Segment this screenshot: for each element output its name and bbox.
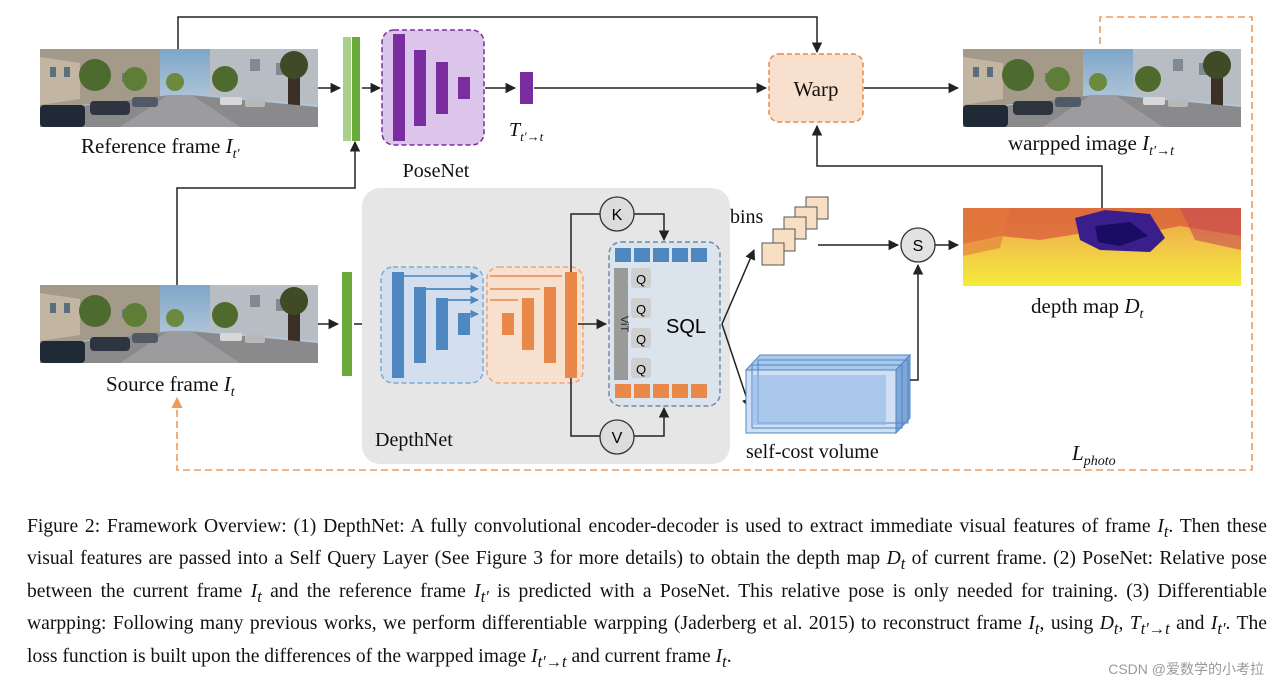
reference-frame-label: Reference frame It′ (81, 134, 240, 162)
warped-image (963, 49, 1241, 127)
ref-to-warp-line (177, 16, 823, 54)
pose-symbol: Tt′→t (509, 119, 544, 144)
loss-label: Lphoto (1071, 441, 1116, 469)
source-frame-image (40, 285, 318, 363)
warp-block (768, 53, 864, 123)
q-label-4: Q (636, 362, 646, 377)
sql-block (608, 241, 721, 407)
q-label-1: Q (636, 272, 646, 287)
sql-to-bins-line (721, 249, 756, 325)
depth-to-warp-line (811, 124, 1103, 208)
sql-to-volume-line (721, 323, 752, 409)
v-node (599, 419, 635, 455)
depthnet-decoder (486, 266, 584, 384)
k-node (599, 196, 635, 232)
source-to-posenet-line (176, 140, 361, 285)
self-cost-volume (744, 353, 912, 435)
q-label-3: Q (636, 332, 646, 347)
warp-label: Warp (794, 77, 839, 101)
photo-loss-path (171, 16, 1253, 471)
posenet-input-bar (352, 37, 360, 141)
v-path (570, 378, 600, 437)
q-label-2: Q (636, 302, 646, 317)
sql-label: SQL (666, 316, 706, 338)
depth-map-image (963, 208, 1241, 286)
bins-stack (761, 196, 829, 266)
reference-frame-image (40, 49, 318, 127)
depth-map-label: depth map Dt (1031, 294, 1144, 322)
depthnet-input-bar (342, 272, 352, 376)
posenet-block (381, 29, 485, 146)
vit-label: ViT (618, 316, 630, 333)
pose-output-bar (520, 72, 533, 104)
depthnet-label: DepthNet (375, 429, 453, 451)
k-path (570, 213, 600, 272)
cost-volume-label: self-cost volume (746, 441, 879, 463)
depthnet-encoder (380, 266, 484, 384)
s-label: S (913, 238, 924, 255)
warped-image-label: warpped image It′→t (1008, 131, 1175, 159)
figure-caption: Figure 2: Framework Overview: (1) DepthN… (27, 516, 1267, 671)
volume-to-s-line (910, 263, 924, 381)
watermark: CSDN @爱数学的小考拉 (1108, 661, 1264, 677)
k-label: K (612, 207, 623, 224)
posenet-input-bar-light (343, 37, 351, 141)
source-frame-label: Source frame It (106, 372, 236, 400)
framework-diagram: PoseNet Tt′→t Warp Reference frame It′ S… (40, 16, 1253, 471)
bins-label: bins (730, 206, 764, 228)
v-label: V (612, 430, 623, 447)
posenet-label: PoseNet (403, 160, 470, 182)
